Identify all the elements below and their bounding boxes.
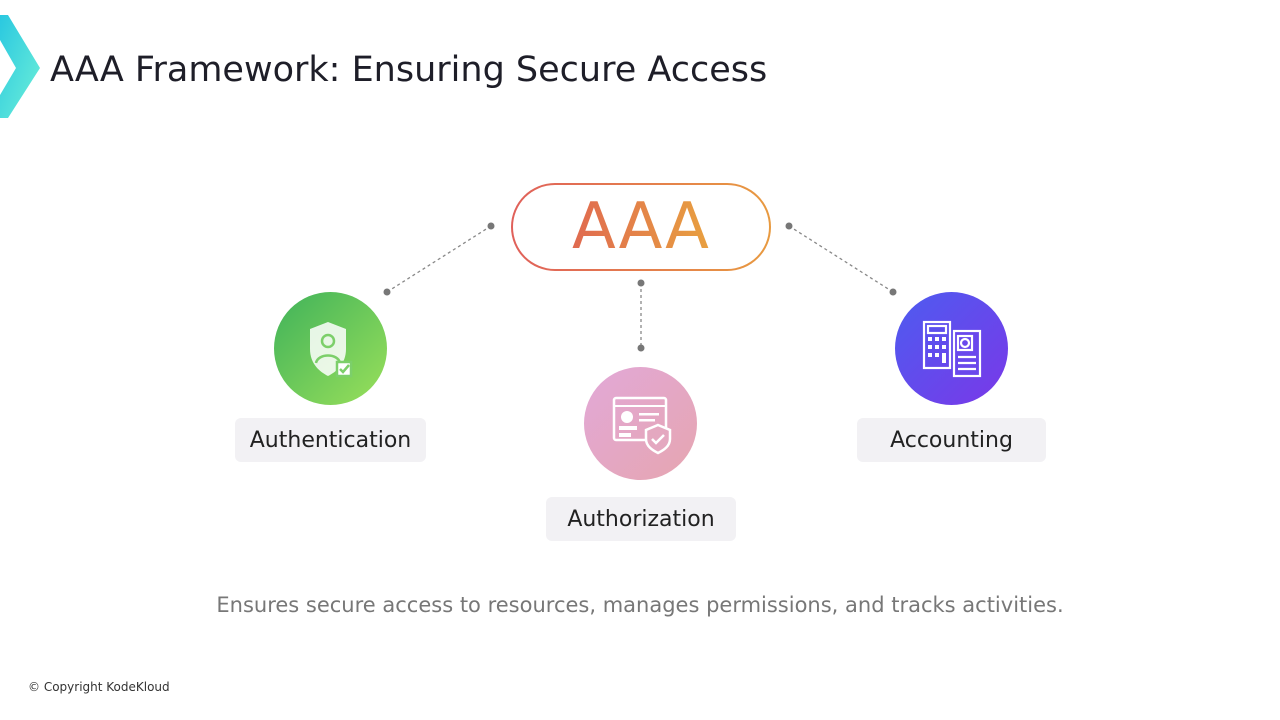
profile-shield-icon xyxy=(612,396,671,454)
aaa-center-node: AAA xyxy=(511,183,771,271)
calculator-report-icon xyxy=(922,320,981,377)
authorization-label: Authorization xyxy=(546,497,736,541)
logo-chevron-icon xyxy=(0,15,40,118)
authorization-circle xyxy=(584,367,697,480)
copyright: © Copyright KodeKloud xyxy=(28,680,170,694)
page-title: AAA Framework: Ensuring Secure Access xyxy=(50,50,768,90)
accounting-circle xyxy=(895,292,1008,405)
center-label: AAA xyxy=(572,190,710,264)
shield-user-check-icon xyxy=(309,321,352,377)
accounting-label: Accounting xyxy=(857,418,1046,462)
authentication-circle xyxy=(274,292,387,405)
description: Ensures secure access to resources, mana… xyxy=(216,593,1064,617)
authentication-label: Authentication xyxy=(235,418,426,462)
